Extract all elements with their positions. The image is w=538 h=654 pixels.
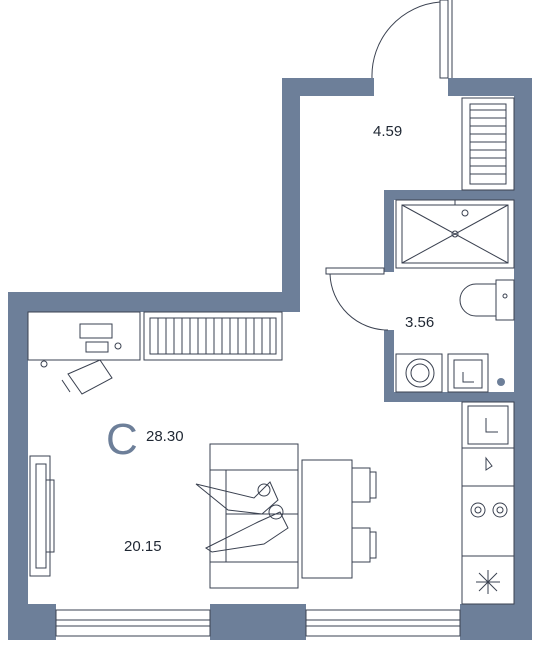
- wall-bottom-mid: [210, 604, 306, 640]
- walls: [8, 78, 532, 640]
- toilet: [459, 279, 515, 321]
- wall-left: [8, 292, 28, 640]
- window-left: [55, 609, 211, 637]
- hall-area-label: 4.59: [373, 123, 403, 140]
- wall-bath-bottom: [384, 392, 532, 402]
- desk: [27, 311, 141, 368]
- living-area-label: 20.15: [124, 538, 162, 555]
- entrance-door: [371, 0, 453, 79]
- windows: [55, 609, 461, 637]
- bathroom-sink: [447, 353, 489, 393]
- hall-radiator: [461, 97, 515, 191]
- fridge-snowflake-icon: [476, 570, 500, 594]
- wall-hall-top-right: [448, 78, 530, 96]
- wall-bottom-left: [8, 604, 56, 640]
- unit-type-letter: C: [106, 415, 138, 464]
- dining-table: [301, 459, 377, 579]
- wall-bath-left-upper: [384, 190, 394, 272]
- floor-drain: [497, 378, 505, 386]
- shower-tray: [395, 199, 515, 269]
- tv-stand: [29, 455, 55, 577]
- washing-machine: [395, 353, 443, 393]
- kitchen-counter: [461, 401, 515, 605]
- wall-hall-left: [282, 78, 300, 312]
- wall-right: [514, 78, 532, 640]
- wall-bath-left-lower: [384, 330, 394, 402]
- wall-bottom-right: [460, 604, 532, 640]
- wall-hall-top-left: [282, 78, 374, 96]
- desk-chair: [61, 359, 113, 395]
- window-right: [305, 609, 461, 637]
- total-area-label: 28.30: [146, 428, 184, 445]
- living-radiator: [143, 311, 283, 361]
- sofa: [195, 443, 299, 589]
- wall-living-top: [8, 292, 282, 312]
- wall-bath-top: [384, 190, 532, 200]
- bathroom-area-label: 3.56: [405, 314, 435, 331]
- bathroom-door: [325, 267, 389, 331]
